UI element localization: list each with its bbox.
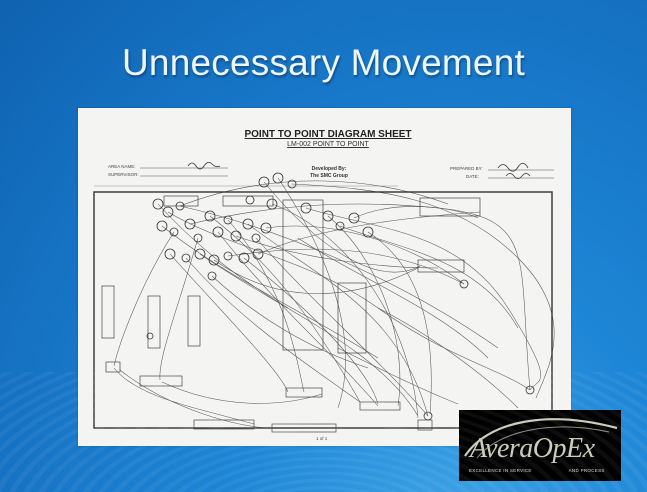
developed-by-block: Developed By: The SMC Group <box>304 166 354 180</box>
spaghetti-diagram-drawing <box>78 108 571 446</box>
developed-by-value: The SMC Group <box>304 173 354 180</box>
prepared-by-label: PREPARED BY: <box>450 166 483 171</box>
avera-opex-logo: AveraOpEx EXCELLENCE IN SERVICE AND PROC… <box>459 410 621 481</box>
supervisor-label: SUPERVISOR: <box>108 172 139 177</box>
logo-tagline-left: EXCELLENCE IN SERVICE <box>469 468 532 473</box>
diagram-sheet-subheading: LM-002 POINT TO POINT <box>228 141 428 148</box>
date-label: DATE: <box>466 174 479 179</box>
logo-tagline: EXCELLENCE IN SERVICE AND PROCESS <box>469 468 605 473</box>
logo-tagline-right: AND PROCESS <box>569 468 605 473</box>
developed-by-label: Developed By: <box>304 166 354 173</box>
point-to-point-diagram-sheet: POINT TO POINT DIAGRAM SHEET LM-002 POIN… <box>78 108 571 446</box>
logo-wordmark: AveraOpEx <box>470 433 595 465</box>
area-name-label: AREA NAME: <box>108 164 136 169</box>
slide-title: Unnecessary Movement <box>0 42 647 84</box>
page-number: 1 of 1 <box>316 436 327 441</box>
diagram-sheet-heading: POINT TO POINT DIAGRAM SHEET <box>228 129 428 140</box>
